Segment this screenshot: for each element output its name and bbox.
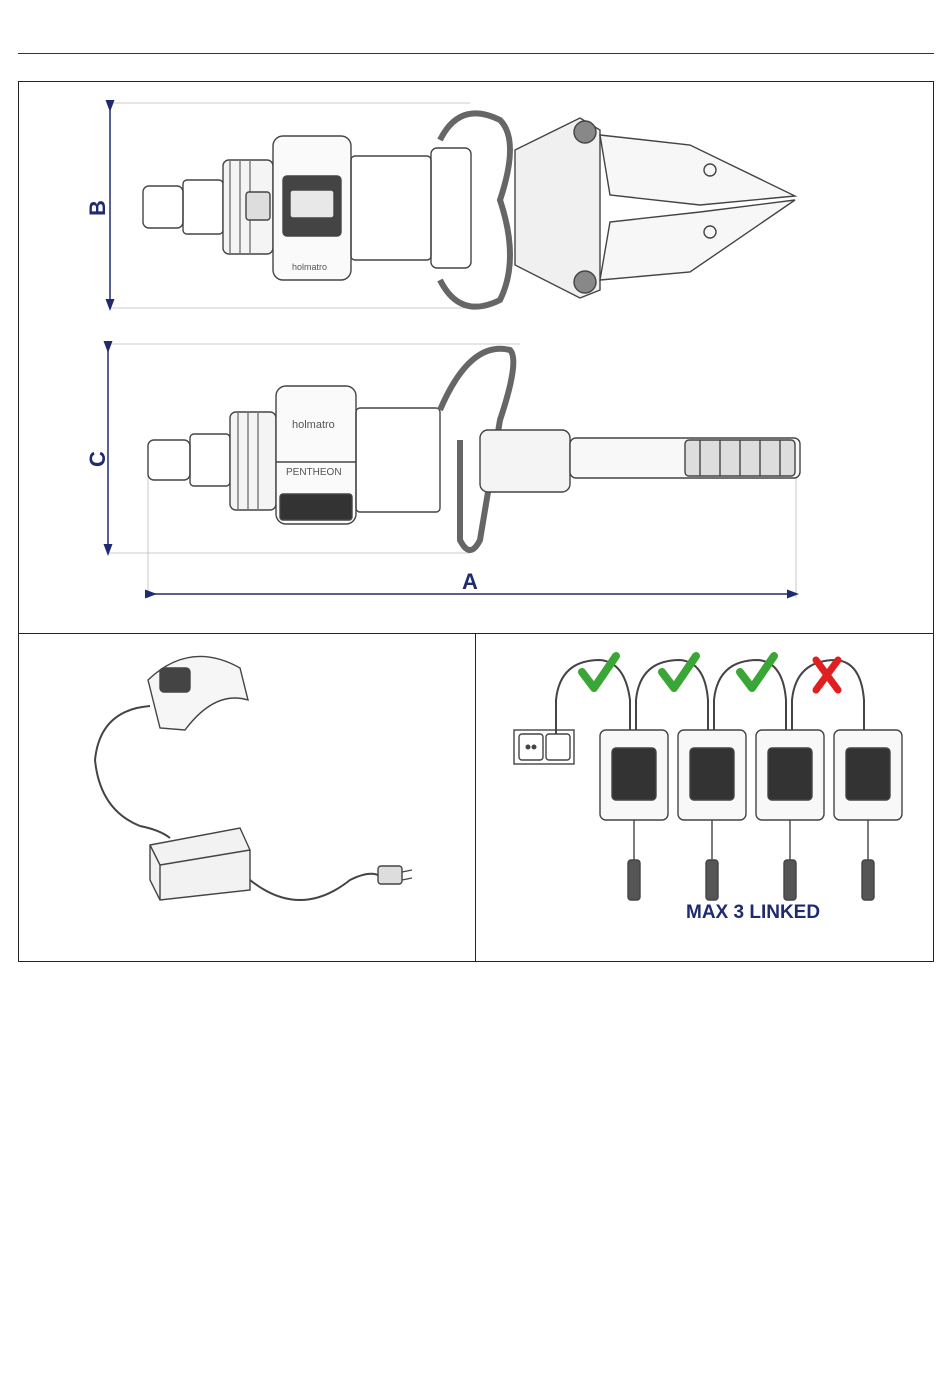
cross-mark-icon (816, 660, 838, 690)
dimension-b-label: B (85, 200, 110, 216)
dimension-a-label: A (462, 569, 478, 594)
model-label-side: PENTHEON (286, 467, 342, 478)
charger-unit-4 (834, 730, 902, 900)
charger-unit-1 (600, 730, 668, 900)
charger-unit-2 (678, 730, 746, 900)
dimension-c-label: C (85, 451, 110, 467)
charger-drawing (95, 656, 412, 900)
max-linked-caption: MAX 3 LINKED (686, 902, 820, 923)
brand-label-top: holmatro (292, 262, 327, 272)
top-view-drawing (110, 103, 795, 308)
charger-unit-3 (756, 730, 824, 900)
brand-label-side: holmatro (292, 419, 335, 431)
linking-diagram (514, 660, 902, 900)
side-view-drawing (108, 344, 800, 598)
